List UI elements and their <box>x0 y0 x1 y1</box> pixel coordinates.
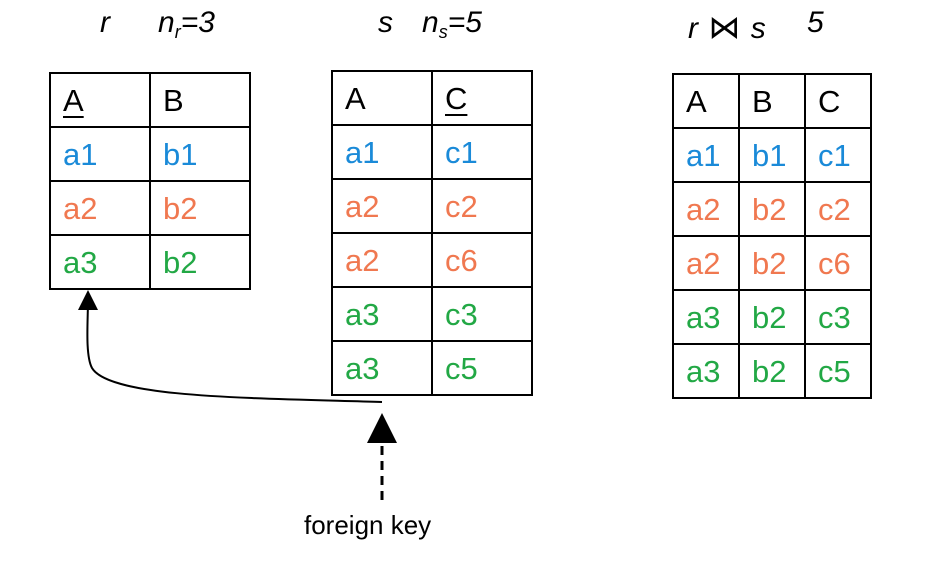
table-cell: a2 <box>49 180 151 236</box>
column-header-text: B <box>163 82 184 118</box>
table-cell: a3 <box>49 234 151 290</box>
header-row: A B C <box>672 73 872 129</box>
table-cell: b2 <box>738 289 806 345</box>
table-cell: c2 <box>431 178 533 234</box>
table-cell: c6 <box>431 232 533 288</box>
table-cell: c3 <box>431 286 533 342</box>
column-header-text: C <box>818 83 841 119</box>
table-cell: b2 <box>149 234 251 290</box>
natural-join-icon: ⋈ <box>708 9 741 45</box>
relation-s-label: s <box>378 6 393 40</box>
column-header: A <box>672 73 740 129</box>
table-cell: b2 <box>738 181 806 237</box>
column-header-text: A <box>63 82 84 118</box>
column-header: C <box>804 73 872 129</box>
table-cell: a2 <box>672 181 740 237</box>
table-cell: b1 <box>738 127 806 183</box>
column-header: B <box>738 73 806 129</box>
table-cell: a1 <box>331 124 433 180</box>
column-header-text: A <box>345 80 366 116</box>
table-cell: c2 <box>804 181 872 237</box>
table-cell: a3 <box>672 289 740 345</box>
column-header: A <box>49 72 151 128</box>
count-subscript: r <box>174 22 181 42</box>
table-cell: a1 <box>49 126 151 182</box>
table-cell: c1 <box>804 127 872 183</box>
reference-arrow <box>77 290 383 403</box>
count-n: n <box>422 6 439 39</box>
table-cell: c5 <box>804 343 872 399</box>
table-cell: b2 <box>738 343 806 399</box>
foreign-key-label: foreign key <box>304 510 432 540</box>
count-value: =5 <box>447 6 482 39</box>
column-header-text: C <box>445 80 468 116</box>
count-n: n <box>158 6 175 39</box>
relation-r-label: r <box>100 6 110 40</box>
relation-s-count: ns=5 <box>422 6 482 43</box>
table-cell: a2 <box>331 178 433 234</box>
table-cell: a2 <box>331 232 433 288</box>
table-cell: a3 <box>672 343 740 399</box>
table-cell: c6 <box>804 235 872 291</box>
table-cell: a3 <box>331 286 433 342</box>
table-cell: a2 <box>672 235 740 291</box>
table-cell: b2 <box>149 180 251 236</box>
column-header-text: B <box>752 83 773 119</box>
table-cell: a3 <box>331 340 433 396</box>
column-header: C <box>431 70 533 126</box>
column-header: B <box>149 72 251 128</box>
table-cell: b1 <box>149 126 251 182</box>
relation-s-name: s <box>378 6 393 39</box>
table-cell: c1 <box>431 124 533 180</box>
table-cell: c3 <box>804 289 872 345</box>
table-cell: a1 <box>672 127 740 183</box>
column-header: A <box>331 70 433 126</box>
relation-r-count: nr=3 <box>158 6 215 43</box>
relation-r-name: r <box>100 6 110 39</box>
count-value: =3 <box>180 6 215 39</box>
table-cell: c5 <box>431 340 533 396</box>
join-count: 5 <box>807 6 824 39</box>
join-right: s <box>750 12 766 45</box>
table-cell: b2 <box>738 235 806 291</box>
join-label: r ⋈ s <box>688 8 766 46</box>
join-left: r <box>688 12 698 45</box>
count-subscript: s <box>438 22 448 42</box>
column-header-text: A <box>686 83 707 119</box>
